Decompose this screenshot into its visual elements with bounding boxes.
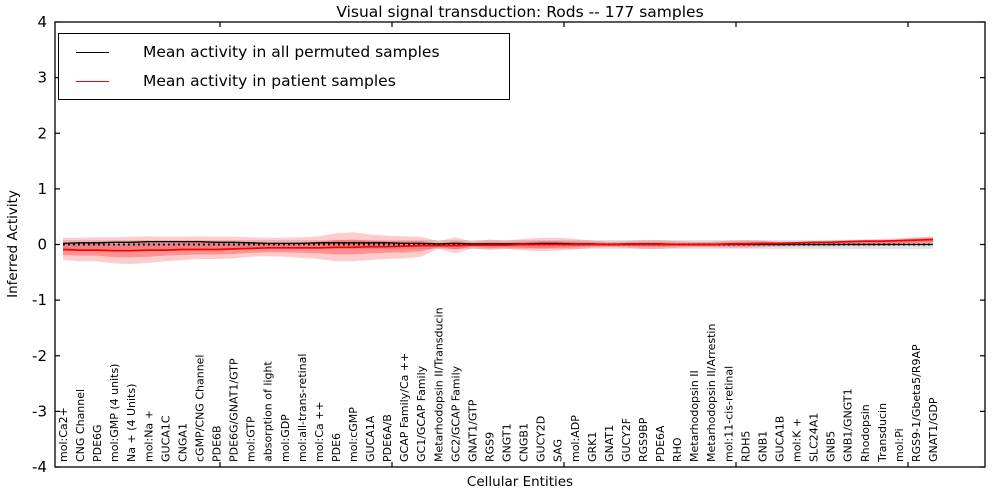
x-tick-label: PDE6B (211, 425, 224, 462)
chart-title: Visual signal transduction: Rods -- 177 … (336, 3, 704, 21)
x-tick-label: RDH5 (739, 431, 752, 462)
x-tick-label: GC2/GCAP Family (449, 365, 462, 462)
x-tick-label: PDE6G (91, 424, 104, 462)
x-tick-label: GUCA1A (364, 415, 377, 462)
x-tick-label: GUCA1C (159, 415, 172, 462)
x-tick-label: GUCA1B (773, 416, 786, 462)
x-tick-label: Metarhodopsin II (688, 370, 701, 462)
plot-border (54, 21, 986, 468)
y-tick-label: 2 (37, 124, 47, 142)
x-tick-label: GUCY2D (535, 416, 548, 462)
x-tick-label: RHO (671, 437, 684, 462)
x-tick-label: GNAT1 (603, 425, 616, 462)
x-tick-label: mol:ADP (569, 415, 582, 462)
patient-samples-ci-inner-band (63, 237, 933, 258)
patient-line-swatch (76, 80, 109, 82)
x-tick-label: mol:Ca ++ (313, 401, 326, 462)
x-tick-label: GNGT1 (501, 423, 514, 462)
x-tick-label: GNB5 (825, 431, 838, 462)
x-tick-label: RGS9-1/Gbeta5/R9AP (910, 344, 923, 462)
y-tick-label: 4 (37, 13, 47, 31)
x-tick-label: PDE6G/GNAT1/GTP (228, 358, 241, 462)
y-tick-label: 3 (37, 69, 47, 87)
legend: Mean activity in all permuted samples Me… (58, 33, 510, 100)
x-tick-label: mol:Ca2+ (57, 407, 70, 462)
x-tick-label: GRK1 (586, 432, 599, 462)
x-tick-label: Metarhodopsin II/Arrestin (705, 324, 718, 462)
x-tick-label: PDE6A (654, 425, 667, 462)
x-tick-label: PDE6 (330, 433, 343, 462)
x-tick-label: CNGA1 (176, 423, 189, 462)
x-tick-label: mol:K + (791, 418, 804, 462)
x-tick-label: cGMP/CNG Channel (193, 355, 206, 463)
y-tick-label: -3 (32, 402, 47, 420)
x-tick-label: SAG (552, 439, 565, 462)
x-tick-label: mol:GDP (279, 414, 292, 462)
x-tick-label: CNG Channel (74, 389, 87, 462)
x-tick-label: Transducin (876, 403, 889, 463)
patient-samples-ci-outer-band (63, 232, 933, 264)
x-tick-label: absorption of light (262, 361, 275, 462)
x-tick-label: GNAT1/GDP (927, 397, 940, 462)
x-tick-label: CNGB1 (518, 423, 531, 462)
x-tick-label: mol:Pi (893, 428, 906, 462)
x-tick-label: mol:cGMP (347, 407, 360, 462)
x-tick-label: mol:GMP (4 units) (108, 364, 121, 462)
patient-mean-line (62, 238, 934, 252)
y-tick-label: -2 (32, 347, 47, 365)
x-tick-label: GNB1 (756, 431, 769, 462)
x-tick-label: GNB1/GNGT1 (842, 388, 855, 462)
x-tick-label: mol:11-cis-retinal (722, 366, 735, 462)
x-tick-label: Na + (4 Units) (125, 384, 138, 462)
y-tick-label: 0 (37, 236, 47, 254)
y-tick-label: -1 (32, 291, 47, 309)
x-tick-label: RGS9 (483, 432, 496, 462)
legend-label: Mean activity in all permuted samples (143, 43, 440, 61)
legend-label: Mean activity in patient samples (143, 72, 396, 90)
x-tick-label: GNAT1/GTP (466, 399, 479, 462)
x-axis-label: Cellular Entities (466, 474, 574, 490)
x-tick-label: SLC24A1 (808, 413, 821, 462)
x-tick-label: mol:all-trans-retinal (296, 354, 309, 462)
x-tick-label: RGS9BP (637, 417, 650, 462)
x-tick-label: GUCY2F (620, 418, 633, 462)
permuted-line-swatch (76, 51, 109, 53)
x-tick-label: GCAP Family/Ca ++ (398, 353, 411, 462)
legend-item-patient: Mean activity in patient samples (59, 70, 509, 92)
x-tick-label: GC1/GCAP Family (415, 365, 428, 462)
y-tick-label: 1 (37, 180, 47, 198)
legend-item-permuted: Mean activity in all permuted samples (59, 41, 509, 63)
x-tick-label: Rhodopsin (859, 404, 872, 462)
x-tick-label: PDE6A/B (381, 414, 394, 462)
x-tick-label: mol:GTP (245, 416, 258, 462)
y-tick-label: -4 (32, 458, 47, 476)
x-tick-label: mol:Na + (142, 410, 155, 462)
x-tick-label: Metarhodopsin II/Transducin (432, 307, 445, 462)
permuted-mean-line (62, 241, 933, 246)
